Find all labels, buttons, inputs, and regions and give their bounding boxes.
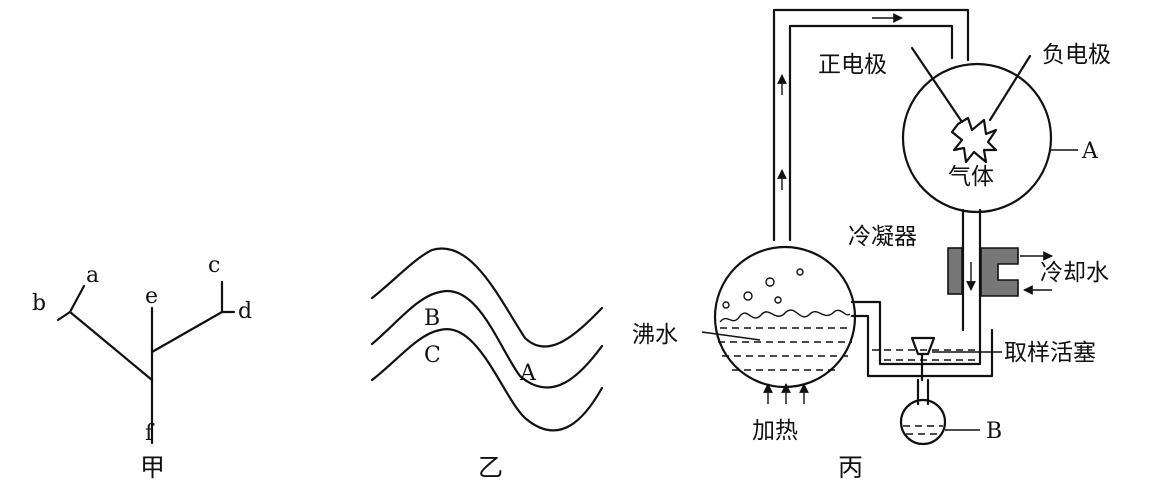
tree-label-b: b: [32, 291, 46, 316]
tree-label-d: d: [238, 299, 252, 324]
caption-bing: 丙: [838, 453, 863, 482]
boiling-water-level: [718, 327, 852, 371]
tube-outer-wall: [772, 8, 970, 242]
heating-label: 加热: [752, 418, 798, 444]
positive-electrode-rod: [910, 46, 964, 124]
strata-line-3: [370, 328, 604, 432]
condenser-left-jacket: [947, 247, 963, 295]
strata-label-C: C: [424, 343, 441, 368]
negative-electrode-label: 负电极: [1042, 42, 1111, 68]
gas-label: 气体: [948, 164, 994, 190]
bubble: [796, 268, 804, 276]
flask-b-liquid: [903, 425, 943, 435]
strata-label-B: B: [424, 306, 440, 331]
flask-b: [899, 398, 947, 446]
boiling-bubbles-surface: [719, 309, 851, 323]
tree-branch-right: [150, 310, 224, 354]
flask-a-label: A: [1081, 139, 1099, 164]
condenser-label: 冷凝器: [848, 224, 917, 250]
u-tube-outer: [850, 300, 982, 366]
tree-label-a: a: [86, 263, 99, 288]
strata-line-1: [370, 247, 604, 348]
strata-diagram-yi: B C A 乙: [370, 247, 604, 482]
tree-label-e: e: [145, 284, 158, 309]
tree-label-c: c: [208, 253, 220, 278]
condenser-right-jacket: [980, 247, 1019, 297]
tree-twig-a: [68, 284, 86, 314]
u-tube-liquid: [872, 349, 980, 361]
tree-branch-left: [68, 310, 154, 382]
u-tube-inner: [850, 314, 994, 378]
positive-electrode-label: 正电极: [818, 52, 887, 78]
tree-twig-b: [56, 310, 72, 322]
sampling-valve-label: 取样活塞: [1004, 340, 1096, 366]
strata-line-2: [370, 289, 604, 389]
leader-boiling-water: [701, 331, 761, 341]
bubble: [765, 277, 775, 287]
boiling-water-label: 沸水: [632, 322, 678, 348]
caption-jia: 甲: [140, 453, 165, 482]
sampling-valve-icon: [910, 336, 936, 356]
tree-diagram-jia: a b c d e f 甲: [32, 253, 252, 482]
bubble: [722, 301, 730, 309]
negative-electrode-rod: [988, 54, 1032, 122]
bubble: [743, 291, 753, 301]
flask-a: [901, 62, 1053, 214]
flask-b-label: B: [986, 419, 1002, 444]
apparatus-diagram-bing: 气体 A 正电极 负电极 冷凝器 冷却水 沸水 加热: [632, 8, 1111, 482]
boiling-flask: [713, 245, 857, 389]
tree-label-f: f: [145, 421, 155, 446]
spark-icon: [950, 116, 998, 164]
tube-inner-wall: [788, 24, 954, 242]
cooling-water-label: 冷却水: [1040, 260, 1109, 286]
strata-label-A: A: [519, 361, 537, 386]
caption-yi: 乙: [478, 453, 503, 482]
bubble: [774, 296, 782, 304]
